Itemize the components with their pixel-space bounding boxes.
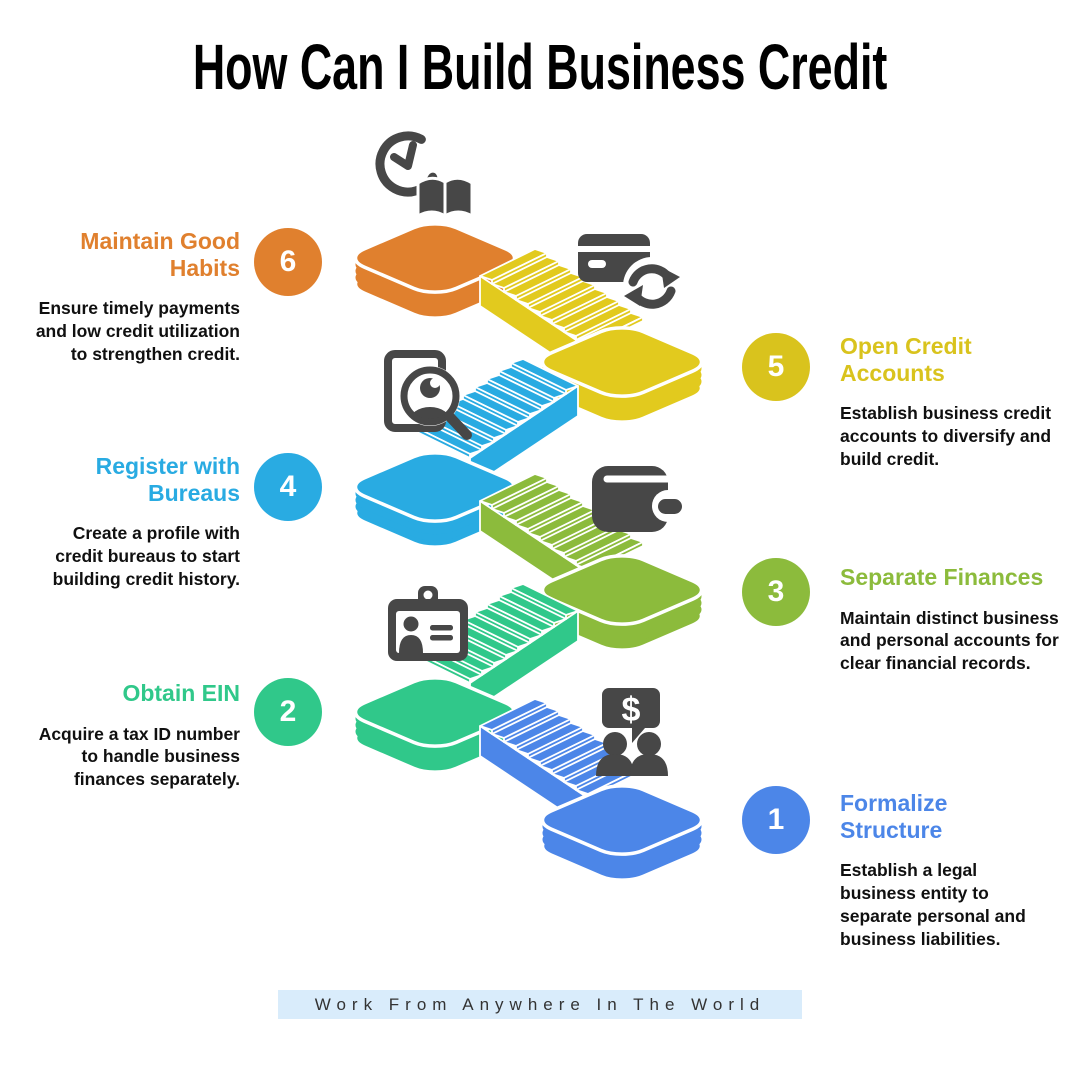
step-title: Separate Finances — [840, 564, 1044, 590]
step-3-text: Separate Finances Maintain distinct busi… — [840, 564, 1068, 675]
step-6-number-badge: 6 — [254, 228, 322, 296]
step-title: Obtain EIN — [122, 680, 240, 706]
step-2-number-badge: 2 — [254, 678, 322, 746]
people-dollar-icon: $ — [582, 686, 682, 783]
step-title: Maintain Good Habits — [80, 228, 240, 281]
page-title: How Can I Build Business Credit — [192, 31, 888, 103]
step-description: Acquire a tax ID number to handle busine… — [38, 723, 240, 790]
footer-text: Work From Anywhere In The World — [314, 994, 766, 1014]
id-badge-icon — [380, 582, 480, 673]
step-description: Ensure timely payments and low credit ut… — [35, 298, 240, 364]
step-4-text: Register with Bureaus Create a profile w… — [25, 453, 240, 591]
footer-banner: Work From Anywhere In The World — [278, 990, 802, 1019]
step-title: Open Credit Accounts — [840, 333, 972, 386]
step-description: Establish a legal business entity to sep… — [840, 860, 1026, 949]
step-description: Establish business credit accounts to di… — [840, 403, 1052, 469]
step-4-number-badge: 4 — [254, 453, 322, 521]
step-1-number-badge: 1 — [742, 786, 810, 854]
wallet-icon — [584, 456, 684, 551]
step-description: Create a profile with credit bureaus to … — [52, 523, 240, 589]
step-5-text: Open Credit Accounts Establish business … — [840, 333, 1068, 471]
step-5-number-badge: 5 — [742, 333, 810, 401]
step-title: Register with Bureaus — [95, 453, 240, 506]
clock-book-icon — [372, 126, 484, 223]
step-6-text: Maintain Good Habits Ensure timely payme… — [25, 228, 240, 366]
step-2-text: Obtain EIN Acquire a tax ID number to ha… — [25, 680, 240, 791]
card-refresh-icon — [576, 226, 686, 323]
svg-text:$: $ — [622, 691, 641, 729]
step-title: Formalize Structure — [840, 790, 948, 843]
step-description: Maintain distinct business and personal … — [840, 607, 1059, 674]
profile-search-icon — [378, 348, 478, 449]
step-1-text: Formalize Structure Establish a legal bu… — [840, 790, 1068, 950]
step-3-number-badge: 3 — [742, 558, 810, 626]
